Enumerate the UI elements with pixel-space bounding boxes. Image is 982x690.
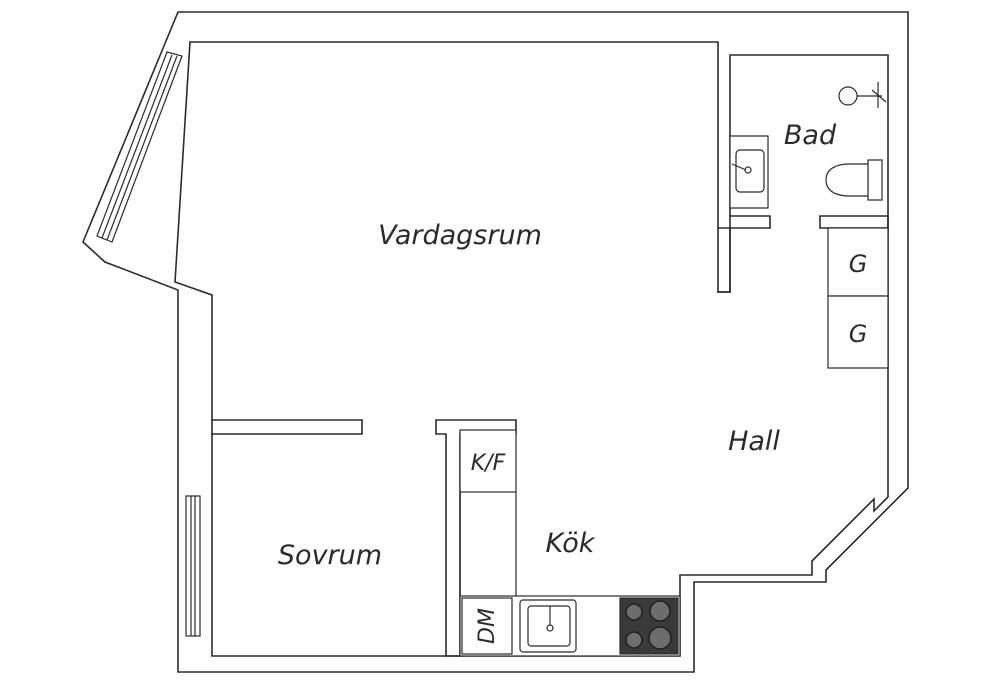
shower-icon [838, 82, 887, 108]
interior-walls [211, 215, 889, 657]
sink-icon [729, 135, 769, 209]
room-label-bedroom: Sovrum [278, 540, 382, 571]
room-label-hall: Hall [728, 426, 780, 457]
dishwasher-label: DM [475, 608, 500, 644]
wardrobe-bottom-label: G [849, 320, 868, 348]
room-label-living: Vardagsrum [378, 220, 542, 251]
dishwasher [461, 597, 513, 655]
outer-walls [82, 11, 909, 673]
living-room-window [96, 51, 183, 243]
wardrobes [827, 227, 889, 369]
kitchen-sink-icon [519, 599, 577, 653]
wardrobe-top [827, 227, 889, 297]
room-label-bath: Bad [784, 120, 837, 151]
wardrobe-bottom [827, 295, 889, 369]
fridge-freezer-label: K/F [471, 451, 506, 476]
bedroom-window [185, 495, 201, 637]
stove-icon [619, 597, 679, 655]
fridge-freezer [459, 429, 517, 493]
toilet-icon [825, 159, 883, 201]
room-label-kitchen: Kök [546, 528, 596, 559]
wardrobe-top-label: G [849, 250, 868, 278]
